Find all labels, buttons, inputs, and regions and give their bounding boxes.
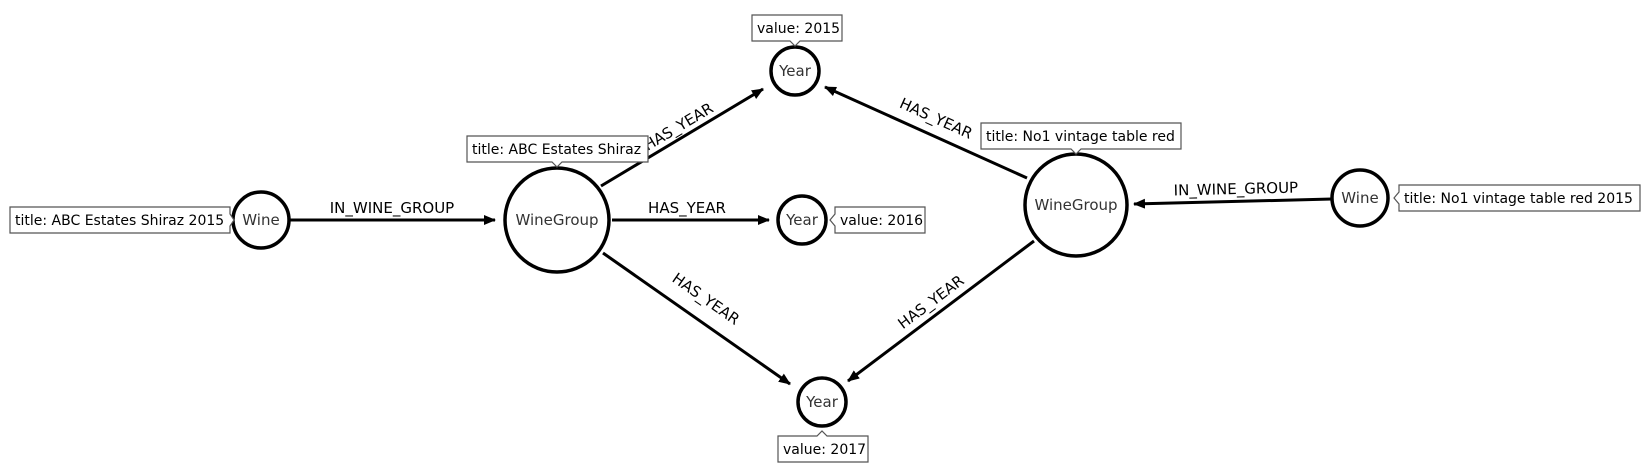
edge-label: HAS_YEAR [640, 99, 717, 155]
edge-label: IN_WINE_GROUP [330, 199, 454, 218]
node-year-2016[interactable]: Year [776, 194, 828, 246]
property-text: title: ABC Estates Shiraz [472, 142, 641, 158]
node-label: Year [778, 62, 812, 80]
node-winegroup-right[interactable]: WineGroup [1023, 152, 1129, 258]
edge-wine-left-in-wine-group[interactable]: IN_WINE_GROUP [290, 199, 496, 225]
node-label: Year [805, 393, 839, 411]
edge-group-left-has-year-2016[interactable]: HAS_YEAR [612, 199, 770, 225]
edge-group-left-has-year-2017[interactable]: HAS_YEAR [602, 251, 791, 386]
node-year-2015[interactable]: Year [769, 45, 821, 97]
property-tooltip-winegroup-right: title: No1 vintage table red [980, 122, 1182, 155]
node-wine-left[interactable]: Wine [231, 190, 291, 250]
node-label: Year [785, 211, 819, 229]
node-label: WineGroup [515, 211, 598, 229]
property-tooltip-year-2016: value: 2016 [829, 206, 926, 234]
node-label: Wine [242, 211, 279, 229]
node-winegroup-left[interactable]: WineGroup [503, 166, 611, 274]
property-text: title: No1 vintage table red 2015 [1404, 191, 1633, 207]
property-text: value: 2017 [783, 442, 866, 458]
property-tooltip-wine-right: title: No1 vintage table red 2015 [1393, 184, 1641, 212]
edge-label: HAS_YEAR [648, 199, 726, 218]
property-text: value: 2016 [840, 213, 923, 229]
property-tooltip-wine-left: title: ABC Estates Shiraz 2015 [9, 206, 235, 234]
edge-group-right-has-year-2017[interactable]: HAS_YEAR [847, 239, 1035, 383]
node-label: Wine [1341, 189, 1378, 207]
property-text: value: 2015 [757, 21, 840, 37]
edge-label: HAS_YEAR [668, 269, 743, 329]
property-tooltip-winegroup-left: title: ABC Estates Shiraz [466, 135, 649, 168]
node-year-2017[interactable]: Year [796, 376, 848, 428]
edge-wine-right-in-wine-group[interactable]: IN_WINE_GROUP [1133, 178, 1333, 209]
property-tooltip-year-2017: value: 2017 [777, 430, 869, 463]
edge-label: IN_WINE_GROUP [1173, 178, 1298, 200]
node-label: WineGroup [1034, 196, 1117, 214]
property-text: title: No1 vintage table red [986, 129, 1175, 145]
property-text: title: ABC Estates Shiraz 2015 [15, 213, 224, 229]
property-tooltip-year-2015: value: 2015 [751, 14, 843, 47]
node-wine-right[interactable]: Wine [1330, 168, 1390, 228]
edge-label: HAS_YEAR [894, 271, 968, 333]
